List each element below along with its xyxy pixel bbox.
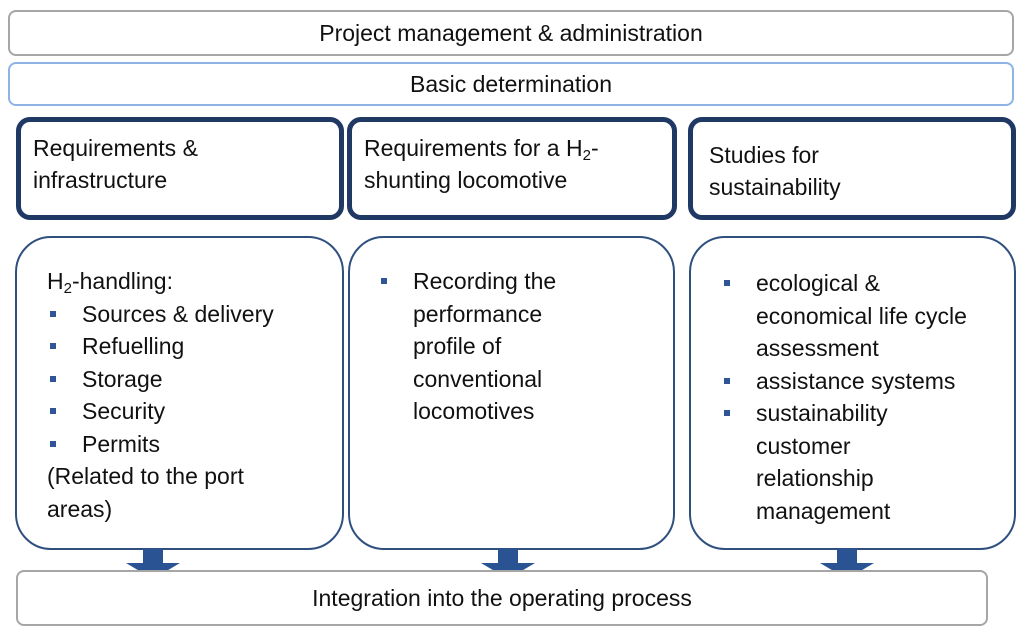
heading-text: Requirements for a H <box>364 135 583 161</box>
list-item: Refuelling <box>47 330 332 363</box>
list-item: Permits <box>47 428 332 461</box>
bullet-icon <box>50 310 56 317</box>
intro-text: H <box>47 268 64 294</box>
list-item: Recording the performance profile of con… <box>378 265 598 428</box>
list-item-text: sustainability customer relationship man… <box>756 400 891 524</box>
heading-line: Studies for <box>709 142 819 168</box>
list-item-text: Sources & delivery <box>82 300 274 327</box>
heading-requirements-infrastructure: Requirements & infrastructure <box>16 117 344 220</box>
down-arrow-icon <box>820 549 874 579</box>
bullet-icon <box>724 377 730 384</box>
heading-sustainability-studies: Studies for sustainability <box>688 117 1016 220</box>
list-item-text: ecological & economical life cycle asses… <box>756 270 967 361</box>
h2-handling-intro: H2-handling: <box>47 265 332 298</box>
list-item-text: Storage <box>82 365 163 392</box>
port-areas-note: (Related to the port areas) <box>47 463 244 522</box>
list-item: ecological & economical life cycle asses… <box>721 267 981 365</box>
heading-requirements-locomotive: Requirements for a H2- shunting locomoti… <box>347 117 677 220</box>
down-arrow-icon <box>481 549 535 579</box>
bullet-icon <box>724 280 730 286</box>
bullet-icon <box>50 440 56 447</box>
heading-line: shunting locomotive <box>364 167 568 193</box>
intro-text: -handling: <box>71 268 173 294</box>
bullet-list: ecological & economical life cycle asses… <box>721 267 1004 527</box>
bullet-icon <box>50 375 56 382</box>
heading-line: Requirements for a H2- <box>364 132 662 164</box>
list-item: assistance systems <box>721 365 1004 398</box>
project-management-bar: Project management & administration <box>8 10 1014 56</box>
list-item-text: Refuelling <box>82 333 185 359</box>
bullet-icon <box>50 343 56 349</box>
list-item-text: Security <box>82 398 166 424</box>
heading-line: infrastructure <box>33 167 168 193</box>
bullet-icon <box>50 408 56 414</box>
content-box-sustainability: ecological & economical life cycle asses… <box>689 236 1016 550</box>
bullet-icon <box>724 410 730 416</box>
bullet-list: Sources & delivery Refuelling Storage Se… <box>47 298 332 461</box>
project-management-label: Project management & administration <box>319 19 703 46</box>
list-item: Storage <box>47 363 332 396</box>
list-item-text: assistance systems <box>756 367 956 394</box>
heading-subscript: 2 <box>582 147 591 164</box>
list-item: sustainability customer relationship man… <box>721 397 956 527</box>
down-arrow-icon <box>126 549 180 579</box>
intro-subscript: 2 <box>63 280 72 297</box>
integration-label: Integration into the operating process <box>312 584 692 611</box>
heading-line: sustainability <box>709 174 841 200</box>
list-item: Sources & delivery <box>47 298 332 331</box>
list-item-text: Recording the performance profile of con… <box>413 268 557 424</box>
basic-determination-bar: Basic determination <box>8 62 1014 106</box>
basic-determination-label: Basic determination <box>410 70 612 97</box>
bullet-icon <box>381 278 387 284</box>
heading-text: - <box>590 135 599 161</box>
bullet-list: Recording the performance profile of con… <box>378 265 663 428</box>
list-item: Security <box>47 395 332 428</box>
list-item-text: Permits <box>82 430 160 457</box>
content-box-locomotive: Recording the performance profile of con… <box>348 236 675 550</box>
heading-line: Requirements & <box>33 135 198 161</box>
integration-bar: Integration into the operating process <box>16 570 988 626</box>
content-box-infrastructure: H2-handling: Sources & delivery Refuelli… <box>15 236 344 550</box>
